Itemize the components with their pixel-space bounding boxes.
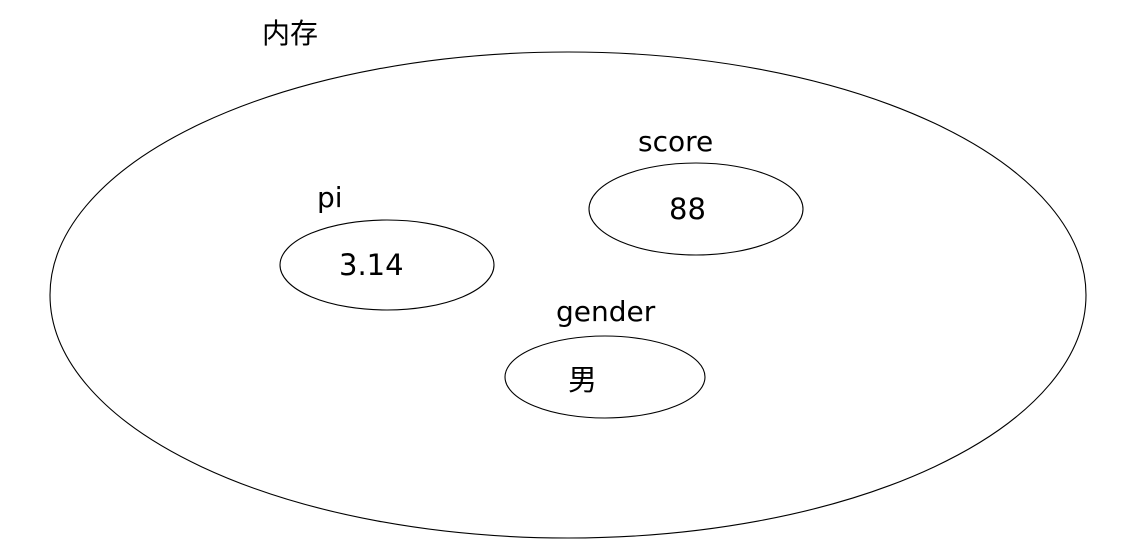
variable-label-pi: pi — [317, 181, 343, 214]
memory-container-ellipse — [49, 51, 1087, 539]
variable-value-pi: 3.14 — [339, 248, 404, 282]
variable-value-score: 88 — [669, 192, 706, 226]
variable-ellipse-gender — [504, 335, 706, 419]
variable-label-gender: gender — [556, 295, 656, 328]
memory-container-label: 内存 — [262, 17, 319, 50]
variable-value-gender: 男 — [568, 363, 598, 397]
variable-ellipse-pi — [279, 219, 495, 311]
variable-ellipse-score — [588, 162, 804, 256]
variable-label-score: score — [638, 125, 714, 158]
